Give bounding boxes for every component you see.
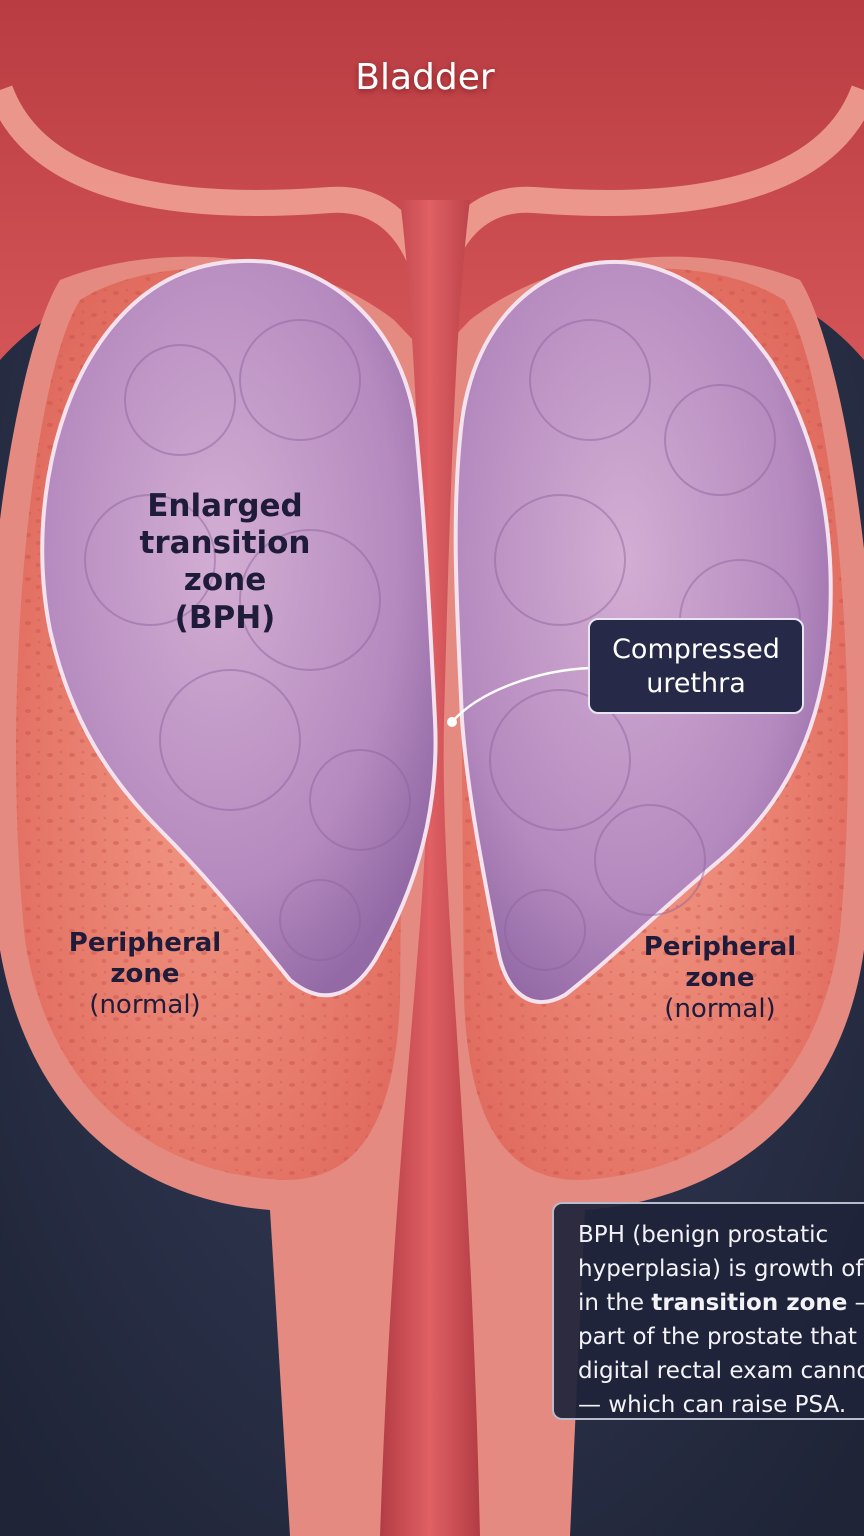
info-line-5: digital rectal exam cannot r (578, 1358, 864, 1384)
callout-line: urethra (646, 667, 746, 699)
pz-right-status: (normal) (664, 994, 776, 1025)
pz-right-title: zone (685, 963, 755, 994)
bph-info-box: BPH (benign prostatic hyperplasia) is gr… (552, 1202, 864, 1420)
enlarged-transition-zone-label: Enlarged transition zone (BPH) (105, 488, 345, 637)
compressed-urethra-callout: Compressed urethra (588, 618, 804, 714)
bladder-label: Bladder (355, 57, 495, 98)
pz-left-title: zone (110, 959, 180, 990)
bph-label-line: zone (183, 562, 267, 599)
info-line-4: part of the prostate that a (578, 1324, 864, 1350)
pz-left-status: (normal) (89, 990, 201, 1021)
pz-right-title: Peripheral (643, 932, 797, 962)
bph-label-line: Enlarged (147, 488, 303, 524)
info-line-2: hyperplasia) is growth of tis (578, 1256, 864, 1282)
info-line-3: in the transition zone — th (578, 1286, 864, 1320)
info-line-3-post: — th (847, 1290, 864, 1316)
info-line-6: — which can raise PSA. (578, 1392, 847, 1418)
info-line-3-pre: in the (578, 1290, 652, 1316)
pz-left-title: Peripheral (68, 928, 222, 958)
info-line-1: BPH (benign prostatic (578, 1222, 829, 1248)
callout-pointer-dot (447, 717, 457, 727)
transition-zone-left (40, 258, 438, 998)
peripheral-zone-right-label: Peripheral zone (normal) (615, 932, 825, 1026)
callout-leader-line (451, 666, 591, 723)
urethra (380, 200, 480, 1536)
info-line-3-bold: transition zone (651, 1290, 848, 1316)
bph-label-line: (BPH) (174, 599, 276, 636)
peripheral-zone-left-label: Peripheral zone (normal) (40, 928, 250, 1022)
bph-label-line: transition (139, 525, 311, 562)
callout-line: Compressed (612, 634, 780, 665)
lobule-texture (84, 319, 801, 971)
